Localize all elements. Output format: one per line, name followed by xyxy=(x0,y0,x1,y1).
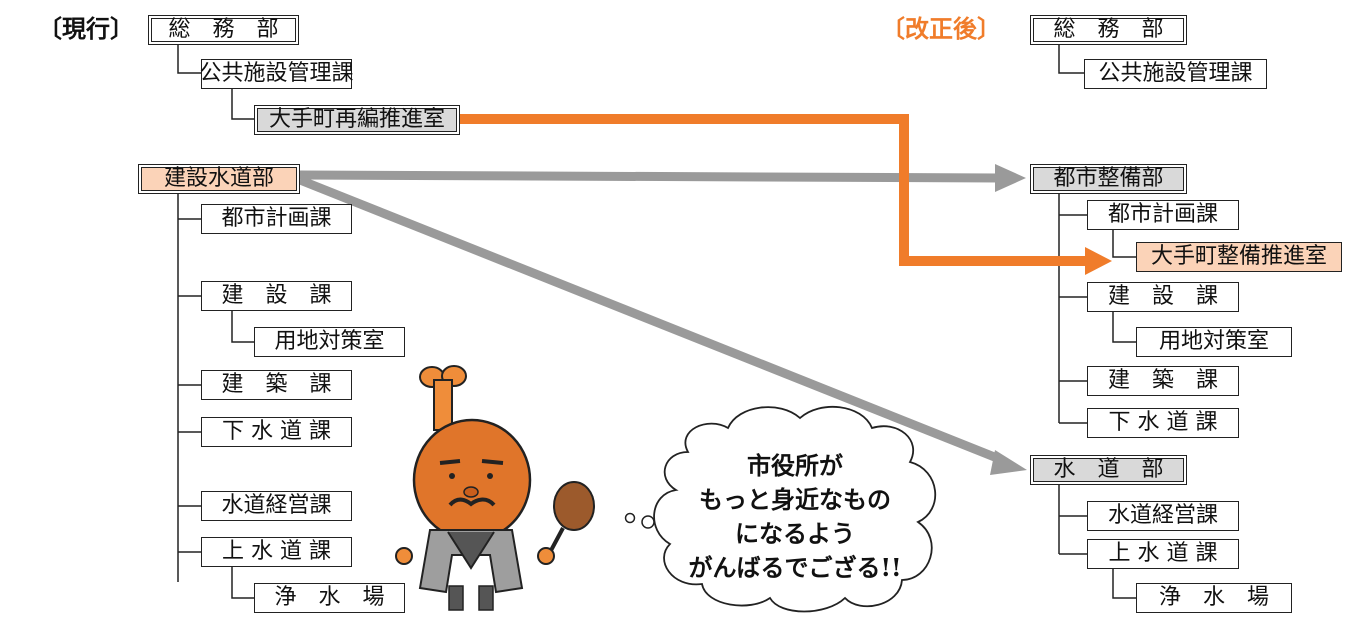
box-current-kensetsu: 建 設 課 xyxy=(201,281,352,311)
box-revised-suido-keiei: 水道経営課 xyxy=(1087,501,1239,531)
box-current-suido-keiei: 水道経営課 xyxy=(201,491,352,521)
box-revised-koukyou: 公共施設管理課 xyxy=(1084,59,1267,89)
bubble-line-2: もっと身近なもの xyxy=(699,485,891,514)
arrow-otemachi xyxy=(460,114,1090,266)
box-current-gesuido: 下 水 道 課 xyxy=(201,417,352,447)
box-current-josuijo: 浄 水 場 xyxy=(254,583,405,613)
box-revised-soumu: 総 務 部 xyxy=(1030,15,1187,45)
box-revised-suido: 水 道 部 xyxy=(1030,455,1187,485)
box-current-koukyou: 公共施設管理課 xyxy=(200,59,354,89)
box-current-soumu: 総 務 部 xyxy=(148,15,299,45)
box-revised-kenchiku: 建 築 課 xyxy=(1087,366,1239,396)
bubble-line-3: になるよう xyxy=(735,519,855,548)
box-revised-josuijo: 浄 水 場 xyxy=(1136,583,1292,613)
arrow-to-suido xyxy=(298,175,1004,465)
bubble-line-4: がんばるでござる!! xyxy=(688,553,902,582)
box-current-otemachi: 大手町再編推進室 xyxy=(254,105,460,135)
bubble-line-1: 市役所が xyxy=(747,451,843,480)
box-current-josuido: 上 水 道 課 xyxy=(201,537,352,567)
arrow-to-suido-head xyxy=(990,450,1027,475)
box-revised-toshi-keikaku: 都市計画課 xyxy=(1087,200,1239,230)
box-revised-toshi-seibi: 都市整備部 xyxy=(1030,164,1187,194)
arrow-to-toshi-seibi-head xyxy=(995,164,1026,192)
bubble-text: 市役所が もっと身近なもの になるよう がんばるでござる!! xyxy=(655,449,935,585)
box-current-kensetsu-suido: 建設水道部 xyxy=(138,164,300,194)
box-revised-otemachi-seibi: 大手町整備推進室 xyxy=(1136,242,1342,272)
box-current-youchi: 用地対策室 xyxy=(254,327,405,357)
header-current: 〔現行〕 xyxy=(38,15,134,43)
box-revised-kensetsu: 建 設 課 xyxy=(1087,282,1239,312)
arrow-otemachi-head xyxy=(1085,247,1112,275)
box-revised-gesuido: 下 水 道 課 xyxy=(1087,408,1239,438)
box-current-toshi-keikaku: 都市計画課 xyxy=(201,204,352,234)
box-revised-josuido: 上 水 道 課 xyxy=(1087,539,1239,569)
box-revised-youchi: 用地対策室 xyxy=(1136,327,1292,357)
header-revised: 〔改正後〕 xyxy=(881,15,1001,43)
mascot-character xyxy=(395,365,595,611)
arrow-to-toshi-seibi xyxy=(299,170,1001,183)
thought-bubble xyxy=(624,405,936,613)
tree-lines xyxy=(177,44,1136,599)
box-current-kenchiku: 建 築 課 xyxy=(201,370,352,400)
